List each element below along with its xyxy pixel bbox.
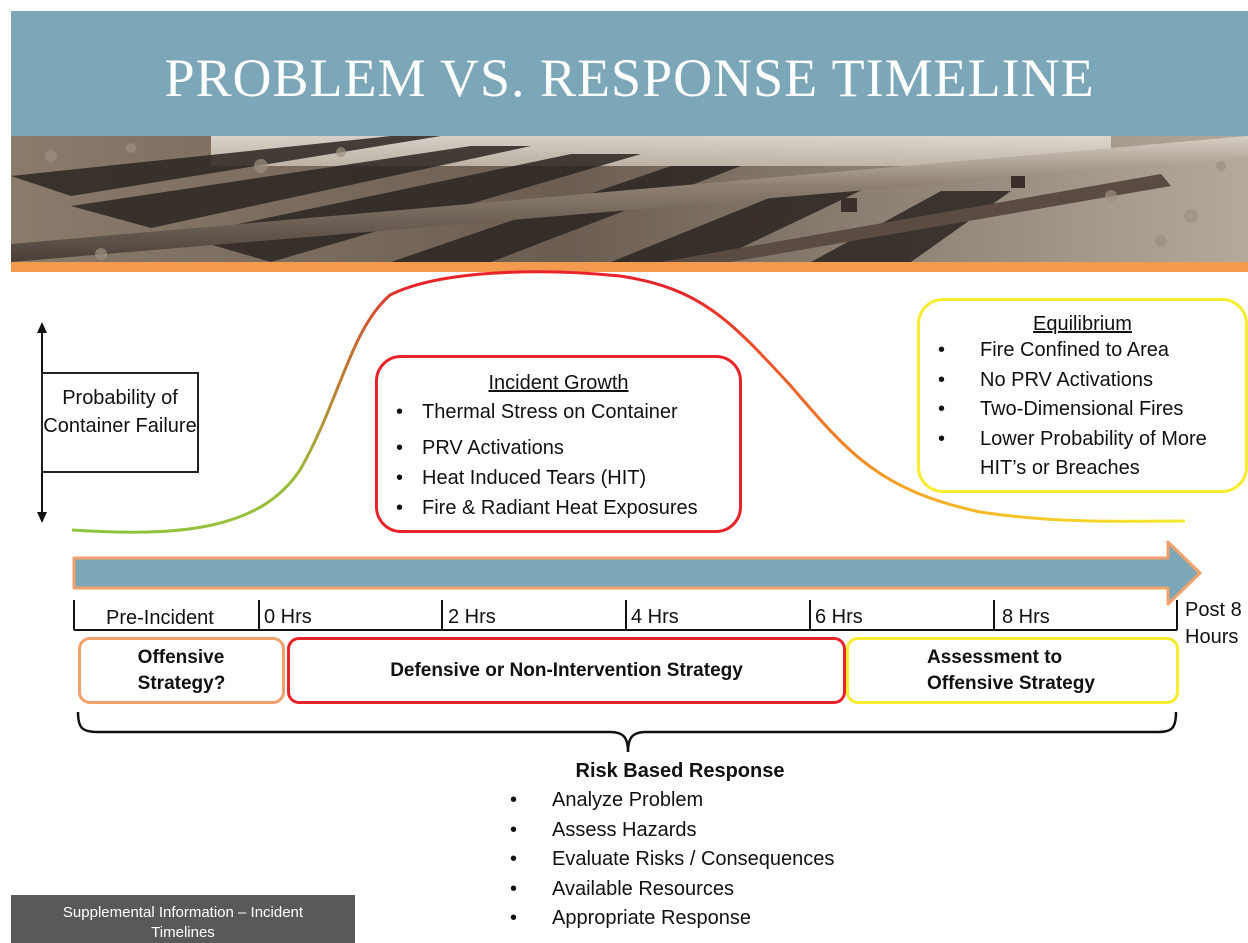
risk-response-item: Appropriate Response (510, 904, 834, 934)
railway-track-photo (11, 136, 1248, 262)
equilibrium-item: Lower Probability of More HIT’s or Breac… (920, 425, 1245, 484)
probability-label: Probability of Container Failure (43, 387, 197, 437)
assessment-strategy-line1: Assessment to (927, 646, 1063, 668)
tick-label-pre-incident: Pre-Incident (106, 607, 214, 629)
risk-response-item: Evaluate Risks / Consequences (510, 845, 834, 875)
incident-growth-box: Incident Growth Thermal Stress on Contai… (375, 355, 742, 533)
title-banner: PROBLEM VS. RESPONSE TIMELINE (11, 11, 1248, 136)
equilibrium-heading: Equilibrium (1033, 313, 1132, 335)
response-bracket (76, 711, 1178, 753)
equilibrium-box: Equilibrium Fire Confined to Area No PRV… (917, 298, 1248, 493)
probability-label-box: Probability of Container Failure (41, 372, 199, 473)
incident-growth-item: Heat Induced Tears (HIT) (378, 463, 739, 493)
timeline-arrow (72, 540, 1202, 606)
defensive-strategy-box: Defensive or Non-Intervention Strategy (287, 637, 846, 704)
tick-label-4-hrs: 4 Hrs (631, 606, 679, 628)
offensive-strategy-line2: Strategy? (137, 672, 226, 694)
risk-response-list: Analyze Problem Assess Hazards Evaluate … (510, 786, 834, 934)
incident-growth-item: PRV Activations (378, 433, 739, 463)
equilibrium-item: Two-Dimensional Fires (920, 395, 1245, 425)
footer-line1: Supplemental Information – Incident (62, 904, 304, 921)
footer-caption: Supplemental Information – Incident Time… (11, 895, 355, 943)
tick-label-6-hrs: 6 Hrs (815, 606, 863, 628)
hours-line: Hours (1185, 626, 1239, 648)
page-title: PROBLEM VS. RESPONSE TIMELINE (164, 48, 1095, 108)
post-8-line: Post 8 (1185, 599, 1242, 621)
risk-response-item: Analyze Problem (510, 786, 834, 816)
incident-growth-item: Fire & Radiant Heat Exposures (378, 493, 739, 523)
equilibrium-item: No PRV Activations (920, 366, 1245, 396)
risk-response-item: Available Resources (510, 875, 834, 905)
risk-response-item: Assess Hazards (510, 816, 834, 846)
orange-divider (11, 262, 1248, 272)
defensive-strategy-label: Defensive or Non-Intervention Strategy (390, 659, 743, 681)
tick-label-post-8-hours: Post 8 Hours (1185, 597, 1242, 651)
equilibrium-item: Fire Confined to Area (920, 336, 1245, 366)
incident-growth-heading: Incident Growth (488, 372, 629, 394)
tick-label-0-hrs: 0 Hrs (264, 606, 312, 628)
railway-track-image (11, 136, 1248, 262)
offensive-strategy-line1: Offensive (137, 646, 225, 668)
assessment-strategy-line2: Offensive Strategy (927, 672, 1095, 694)
probability-curve (71, 270, 1186, 534)
offensive-strategy-box: Offensive Strategy? (78, 637, 285, 704)
timeline-scale (73, 600, 1178, 631)
tick-label-8-hrs: 8 Hrs (1002, 606, 1050, 628)
risk-response-heading: Risk Based Response (575, 760, 785, 782)
tick-label-2-hrs: 2 Hrs (448, 606, 496, 628)
assessment-strategy-box: Assessment to Offensive Strategy (846, 637, 1179, 704)
incident-growth-item: Thermal Stress on Container (378, 397, 739, 427)
footer-line2: Timelines (151, 924, 215, 941)
